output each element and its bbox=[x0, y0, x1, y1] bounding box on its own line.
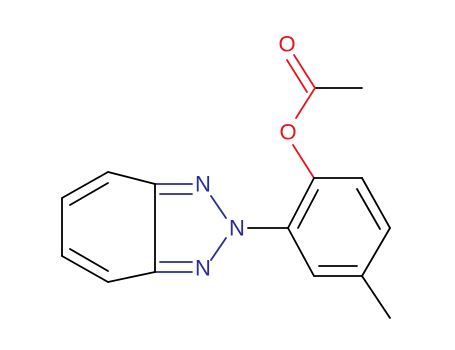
bonds bbox=[61, 54, 391, 319]
bond-ring-6 bbox=[287, 177, 315, 229]
atom-n1: N bbox=[195, 172, 211, 197]
bond-n2-n3 bbox=[210, 237, 227, 261]
bond-ring-methyl bbox=[361, 275, 391, 319]
atom-n2: N bbox=[229, 216, 245, 241]
bond-benzo-1 bbox=[107, 171, 156, 185]
bond-ring-3 bbox=[361, 227, 391, 277]
bond-benzo-4-inner bbox=[69, 248, 109, 272]
bond-benzo-4 bbox=[61, 255, 109, 283]
bond-carbonyl-ester-o bbox=[295, 87, 316, 119]
atom-labels: O O N N N bbox=[195, 32, 297, 281]
bond-benzo-2 bbox=[61, 171, 109, 199]
bond-ester-o-ring bbox=[292, 144, 315, 179]
bond-carbonyl-double-a bbox=[293, 54, 316, 89]
bond-ring-2-inner bbox=[356, 188, 381, 230]
bond-carbonyl-double-b bbox=[286, 59, 308, 93]
bond-benzo-2-inner bbox=[69, 182, 109, 206]
atom-n3: N bbox=[195, 256, 211, 281]
bond-benzo-5 bbox=[107, 271, 156, 283]
bond-ring-5 bbox=[287, 227, 315, 277]
bond-ring-2 bbox=[361, 177, 391, 229]
atom-o-carbonyl: O bbox=[278, 32, 295, 57]
bond-n2-n1 bbox=[210, 195, 227, 219]
bond-ring-6-inner bbox=[297, 189, 319, 229]
atom-o-ester: O bbox=[279, 120, 296, 145]
